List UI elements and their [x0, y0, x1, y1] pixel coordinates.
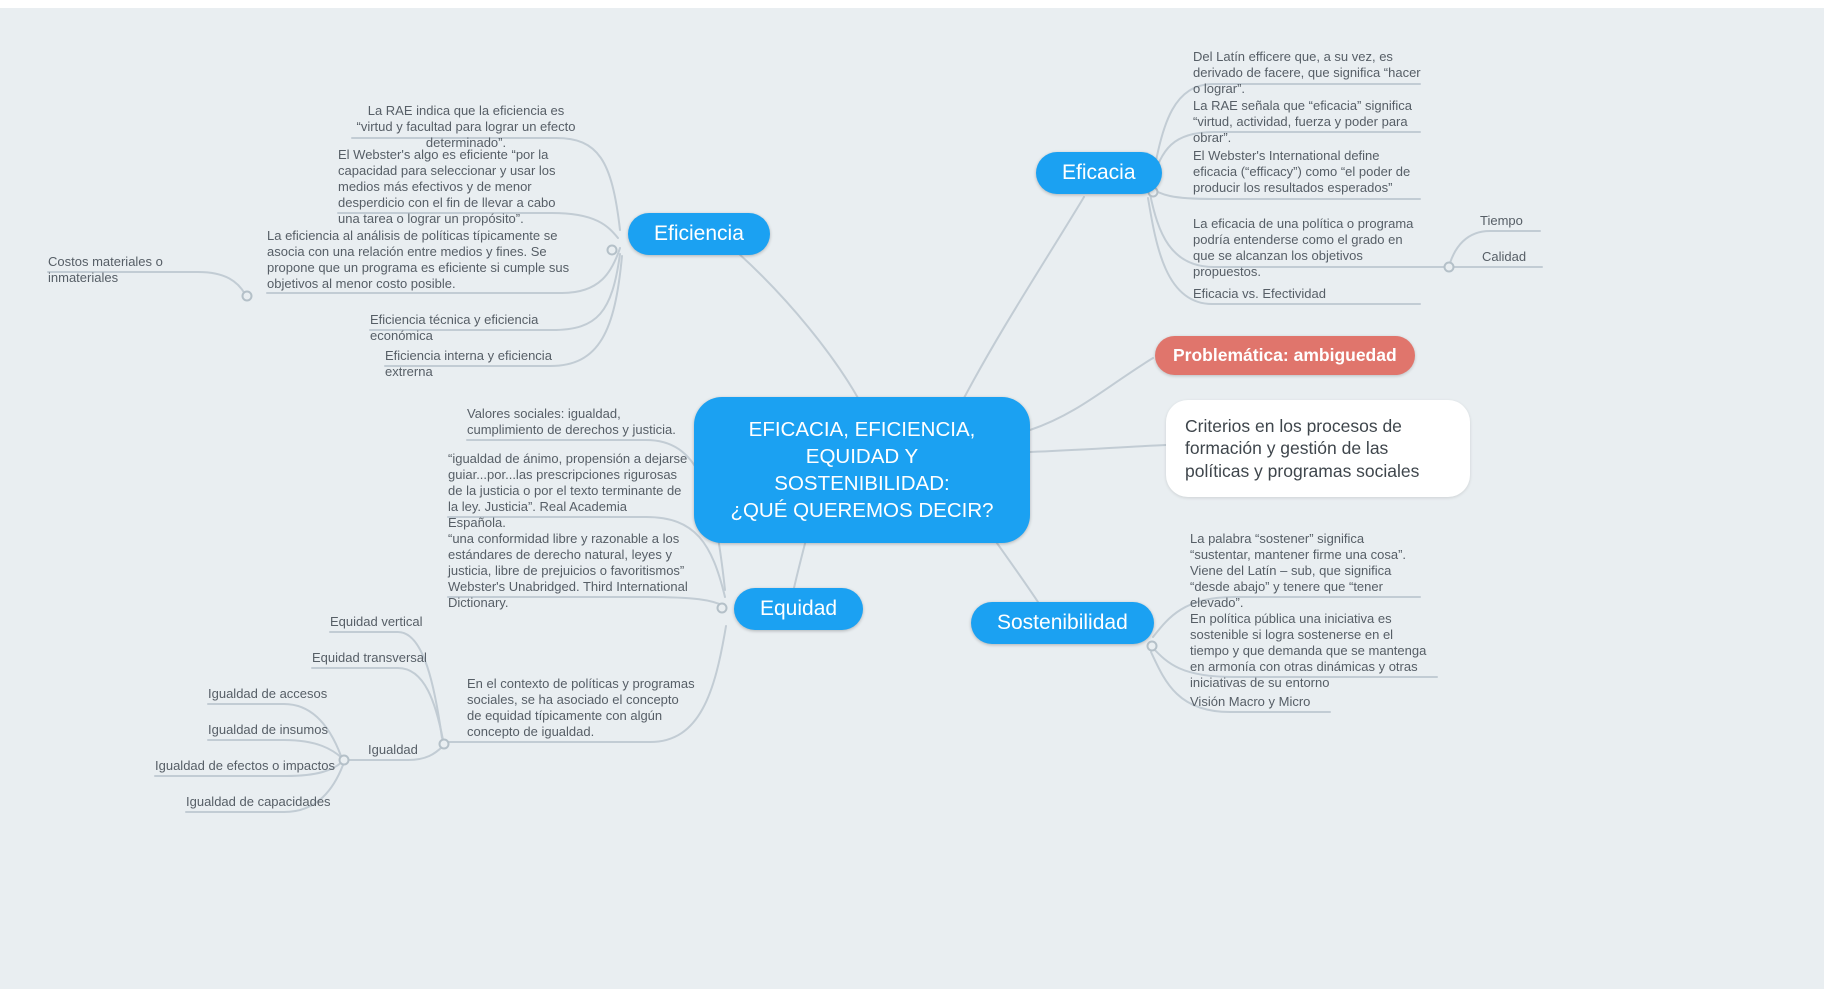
leaf-equidad-transversal[interactable]: Equidad transversal	[312, 650, 427, 665]
top-edge	[0, 0, 1824, 8]
leaf-equidad-animo[interactable]: “igualdad de ánimo, propensión a dejarse…	[448, 451, 688, 530]
leaf-sostenibilidad-palabra[interactable]: La palabra “sostener” significa “sustent…	[1190, 531, 1407, 610]
leaf-eficacia-latin[interactable]: Del Latín efficere que, a su vez, es der…	[1193, 49, 1421, 96]
leaf-eficacia-grado[interactable]: La eficacia de una política o programa p…	[1193, 216, 1414, 279]
leaf-eficiencia-tecnica[interactable]: Eficiencia técnica y eficiencia económic…	[370, 312, 539, 343]
connector	[447, 516, 726, 598]
bottom-edge	[0, 989, 1824, 1001]
junction-dot	[1146, 640, 1158, 652]
connector	[1152, 596, 1421, 638]
connector	[351, 137, 621, 231]
connector	[963, 196, 1085, 399]
connector	[344, 745, 444, 761]
node-problematica[interactable]: Problemática: ambiguedad	[1155, 336, 1415, 375]
leaf-eficacia-tiempo[interactable]: Tiempo	[1480, 213, 1523, 228]
leaf-sostenibilidad-vision[interactable]: Visión Macro y Micro	[1190, 694, 1311, 709]
leaf-equidad-vertical[interactable]: Equidad vertical	[330, 614, 423, 629]
connector	[447, 625, 727, 743]
connector	[266, 247, 621, 294]
leaf-equidad-efectos[interactable]: Igualdad de efectos o impactos	[155, 758, 335, 773]
connector	[1150, 651, 1331, 713]
leaf-eficacia-rae[interactable]: La RAE señala que “eficacia” significa “…	[1193, 98, 1412, 145]
connector	[207, 703, 342, 757]
leaf-equidad-conformidad[interactable]: “una conformidad libre y razonable a los…	[448, 531, 688, 610]
connector	[207, 739, 343, 759]
junction-dot	[716, 602, 728, 614]
leaf-equidad-accesos[interactable]: Igualdad de accesos	[208, 686, 328, 701]
junction-dot	[606, 244, 618, 256]
connector	[736, 251, 859, 399]
leaf-eficiencia-interna[interactable]: Eficiencia interna y eficiencia extrerna	[385, 348, 552, 379]
connector	[1029, 357, 1154, 431]
node-sostenibilidad[interactable]: Sostenibilidad	[971, 602, 1154, 644]
connector	[311, 667, 444, 741]
leaf-eficacia-calidad[interactable]: Calidad	[1482, 249, 1527, 264]
junction-dot	[241, 290, 253, 302]
leaf-eficiencia-costos[interactable]: Costos materiales o inmateriales	[48, 254, 163, 285]
connector	[384, 255, 623, 367]
connector	[1147, 197, 1421, 305]
leaf-equidad-insumos[interactable]: Igualdad de insumos	[208, 722, 328, 737]
central-topic[interactable]: EFICACIA, EFICIENCIA, EQUIDAD Y SOSTENIB…	[694, 397, 1030, 544]
node-equidad[interactable]: Equidad	[734, 588, 864, 630]
junction-dot	[1443, 261, 1455, 273]
node-eficiencia[interactable]: Eficiencia	[628, 213, 770, 255]
connector	[1151, 646, 1438, 678]
leaf-equidad-contexto[interactable]: En el contexto de políticas y programas …	[467, 676, 695, 739]
leaf-equidad-valores[interactable]: Valores sociales: igualdad, cumplimiento…	[467, 406, 676, 437]
junction-dot	[438, 738, 450, 750]
connector	[185, 764, 344, 813]
leaf-eficacia-vs[interactable]: Eficacia vs. Efectividad	[1193, 286, 1326, 301]
leaf-sostenibilidad-politica[interactable]: En política pública una iniciativa es so…	[1190, 611, 1427, 690]
leaf-eficiencia-webster[interactable]: El Webster's algo es eficiente “por la c…	[338, 147, 556, 226]
connector	[1152, 83, 1421, 177]
junction-dot	[338, 754, 350, 766]
connector	[369, 253, 621, 331]
connector	[1449, 230, 1541, 264]
leaf-eficiencia-rae[interactable]: La RAE indica que la eficiencia es “virt…	[356, 103, 576, 150]
leaf-eficiencia-analisis[interactable]: La eficiencia al análisis de políticas t…	[267, 228, 570, 291]
connector	[1029, 444, 1167, 453]
leaf-equidad-capacidades[interactable]: Igualdad de capacidades	[186, 794, 331, 809]
connector	[47, 271, 246, 295]
connector	[1149, 193, 1448, 268]
leaf-equidad-igualdad[interactable]: Igualdad	[368, 742, 418, 757]
node-criterios[interactable]: Criterios en los procesos de formación y…	[1166, 400, 1470, 498]
leaf-eficacia-webster[interactable]: El Webster's International define eficac…	[1193, 148, 1411, 195]
connector	[337, 212, 619, 239]
connector	[154, 761, 343, 777]
node-eficacia[interactable]: Eficacia	[1036, 152, 1162, 194]
